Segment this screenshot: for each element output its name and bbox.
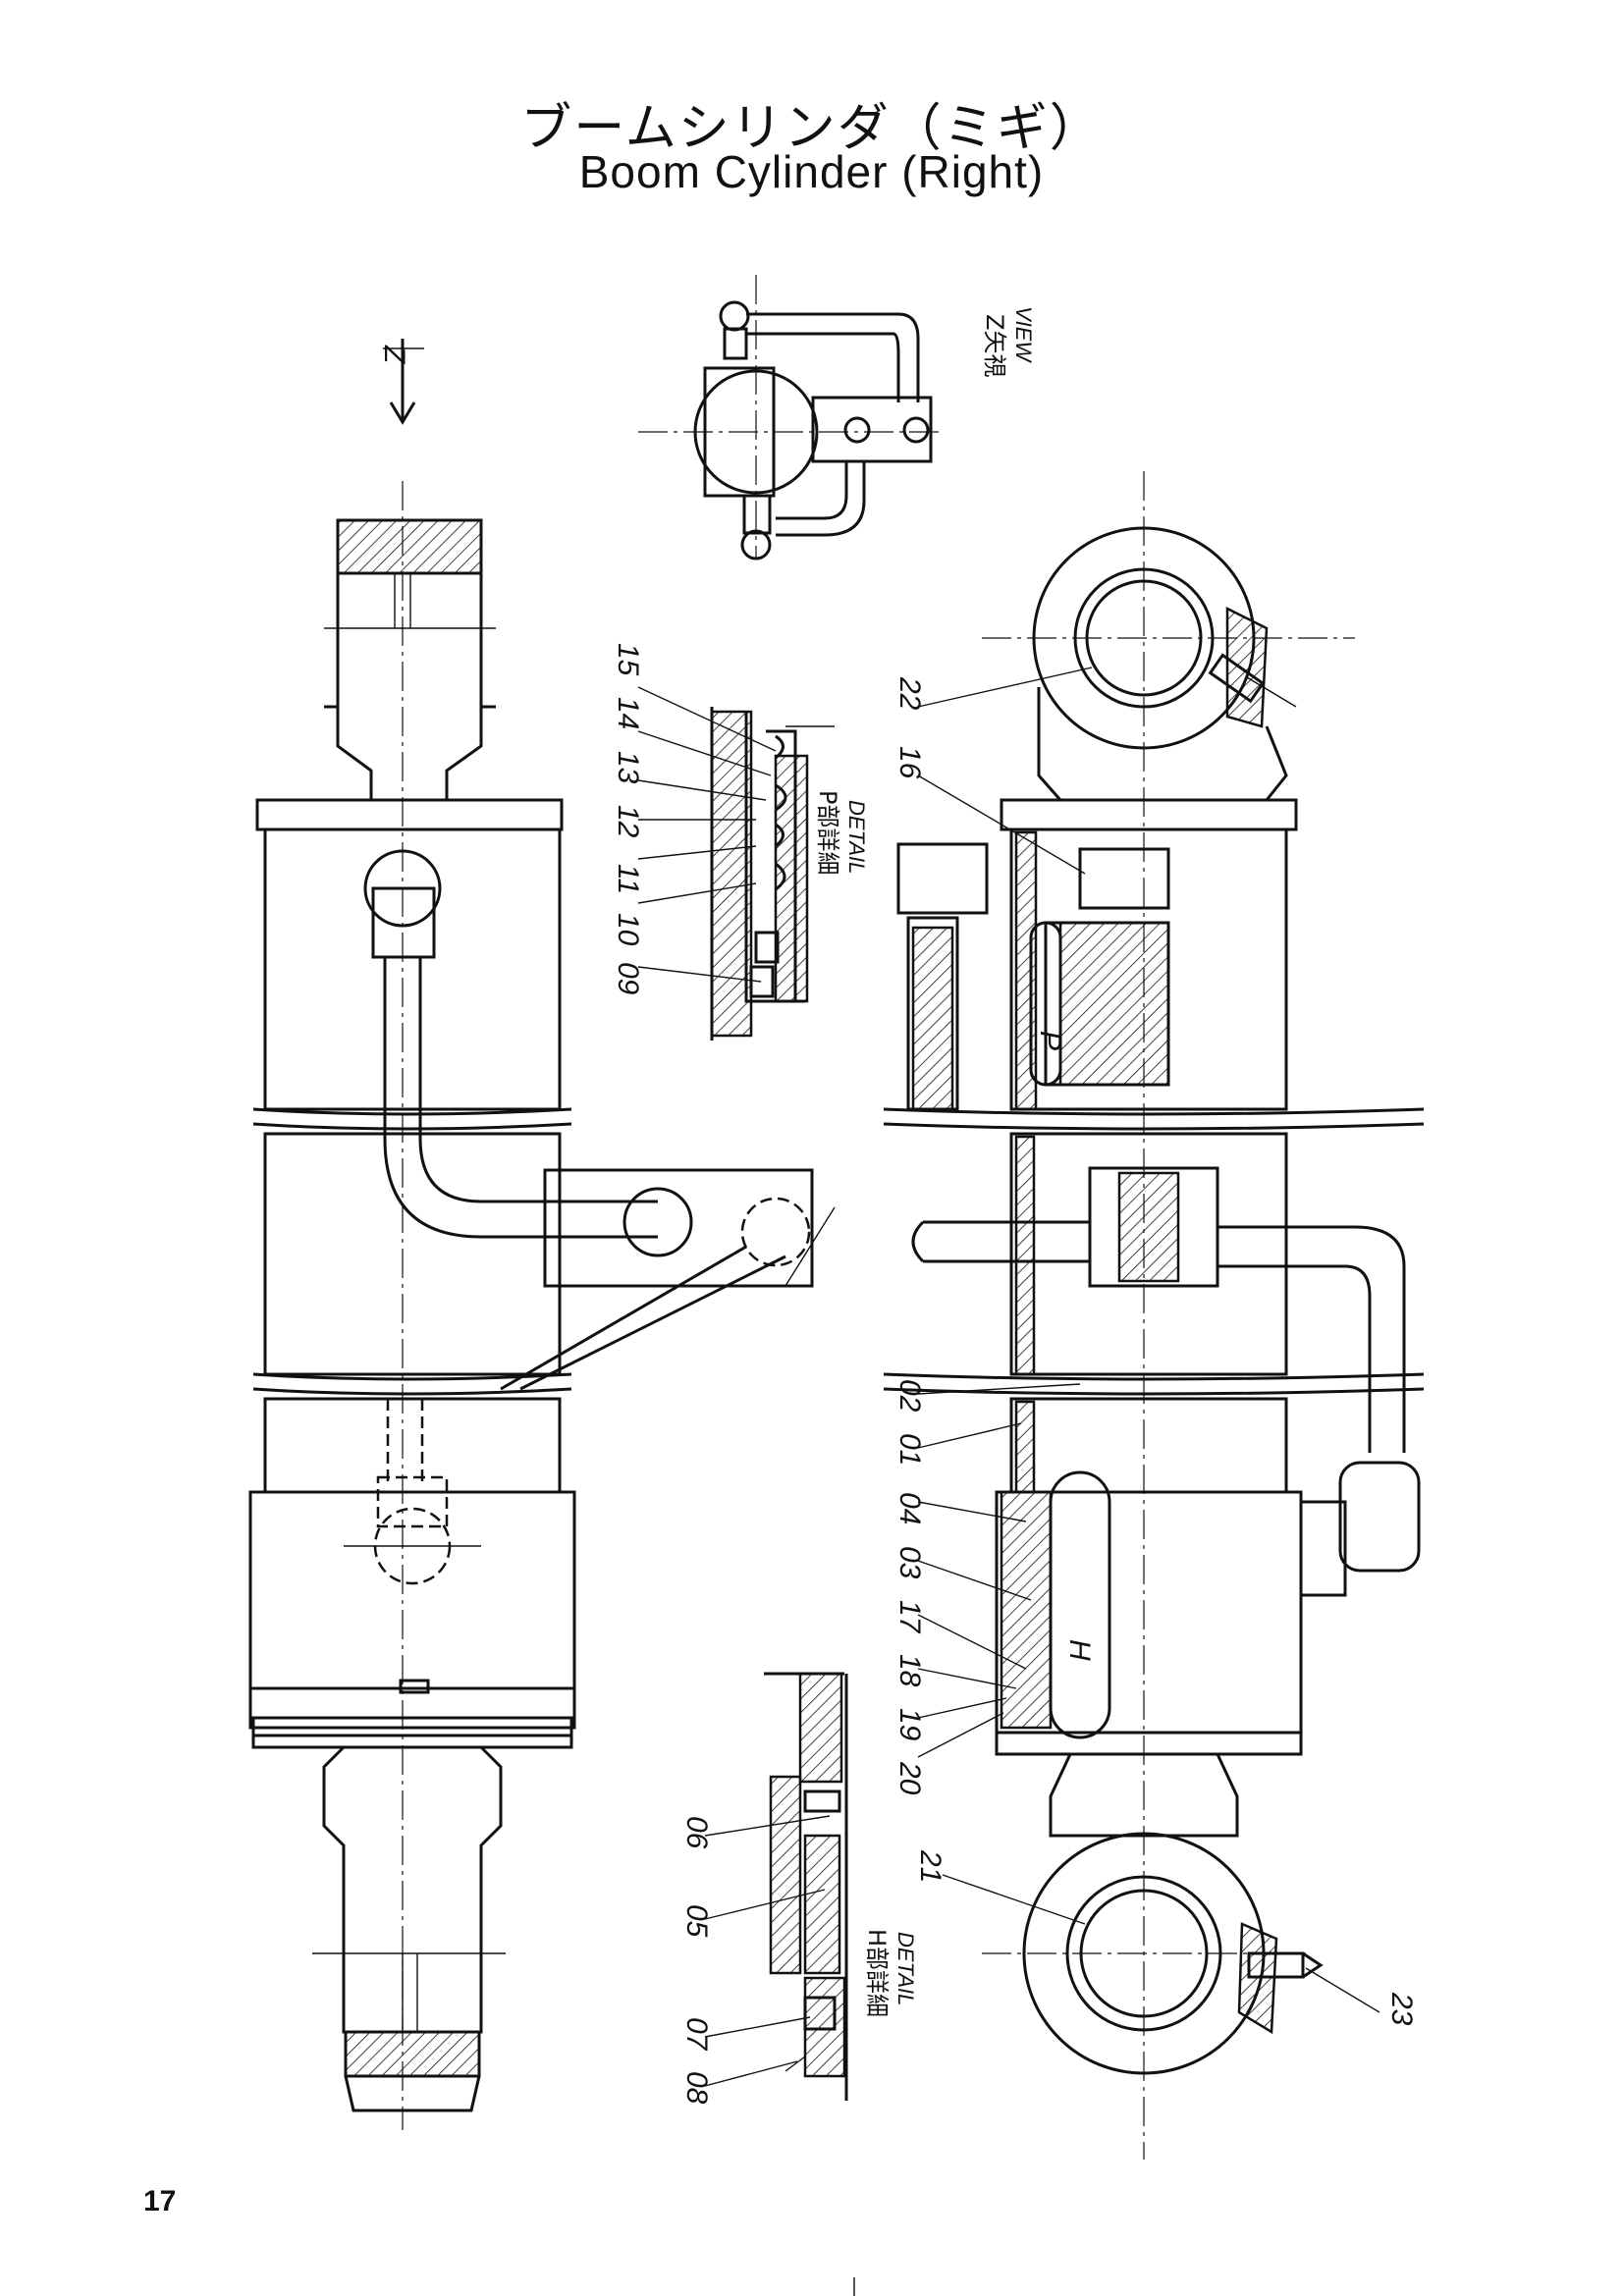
mounting-bracket (543, 1168, 814, 1288)
h-detail-label-en: DETAIL (893, 1932, 918, 2005)
section-h-label: H (1063, 1639, 1096, 1661)
svg-text:06: 06 (680, 1816, 713, 1849)
p-detail: P部詳細 DETAIL (710, 707, 869, 1041)
svg-text:04: 04 (893, 1492, 926, 1524)
svg-text:21: 21 (914, 1849, 947, 1883)
callout-12: 12 (612, 805, 756, 838)
callout-14: 14 (612, 697, 772, 776)
callout-23: 23 (1305, 1967, 1418, 2026)
callout-05: 05 (680, 1889, 826, 1938)
svg-text:23: 23 (1385, 1992, 1418, 2026)
svg-text:02: 02 (893, 1379, 926, 1413)
callout-02: 02 (893, 1379, 1081, 1413)
callout-01: 01 (893, 1422, 1022, 1466)
svg-text:08: 08 (680, 2071, 713, 2105)
p-detail-label-en: DETAIL (844, 800, 869, 874)
callout-13: 13 (612, 751, 767, 801)
svg-text:14: 14 (612, 697, 644, 729)
z-view: Z矢視 VIEW (638, 275, 1036, 561)
svg-text:13: 13 (612, 751, 644, 784)
svg-text:19: 19 (893, 1708, 926, 1741)
svg-text:22: 22 (893, 676, 926, 711)
callout-21: 21 (914, 1849, 1086, 1925)
callout-08: 08 (680, 2060, 798, 2105)
svg-text:20: 20 (893, 1761, 926, 1795)
h-detail: H部詳細 DETAIL (764, 1672, 918, 2101)
callout-07: 07 (680, 2016, 811, 2052)
title-english: Boom Cylinder (Right) (578, 146, 1045, 197)
callout-22: 22 (893, 667, 1093, 711)
z-view-arrow: Z (378, 339, 424, 425)
callout-18: 18 (893, 1654, 1017, 1689)
right-section-view: P H (883, 471, 1425, 2160)
p-detail-callouts: 15 14 13 12 11 10 09 (612, 643, 777, 995)
svg-text:11: 11 (612, 864, 644, 894)
title-japanese: ブームシリンダ（ミギ） (520, 99, 1103, 158)
h-detail-label-jp: H部詳細 (863, 1929, 891, 2017)
main-callouts: 22 16 02 01 04 03 17 18 19 20 21 23 (893, 667, 1418, 2026)
svg-text:07: 07 (680, 2017, 713, 2052)
svg-text:12: 12 (612, 805, 644, 838)
section-p-label: P (1034, 1031, 1066, 1050)
callout-17: 17 (893, 1600, 1027, 1670)
callout-03: 03 (893, 1546, 1032, 1601)
z-arrow-label: Z (378, 345, 410, 365)
p-detail-label-jp: P部詳細 (814, 790, 841, 875)
callout-19: 19 (893, 1697, 1007, 1741)
svg-text:17: 17 (893, 1600, 926, 1634)
svg-text:16: 16 (893, 746, 926, 779)
svg-text:01: 01 (893, 1433, 926, 1466)
callout-04: 04 (893, 1492, 1027, 1524)
z-view-label-en: VIEW (1011, 306, 1036, 363)
callout-06: 06 (680, 1815, 831, 1849)
head-eye-section (336, 518, 483, 575)
svg-text:18: 18 (893, 1654, 926, 1687)
svg-text:10: 10 (612, 913, 644, 946)
left-external-view: Z (248, 339, 836, 2130)
svg-text:03: 03 (893, 1546, 926, 1579)
callout-20: 20 (893, 1712, 1004, 1795)
page-number: 17 (143, 2185, 177, 2217)
svg-text:15: 15 (612, 643, 644, 676)
callout-16: 16 (893, 746, 1086, 875)
h-detail-callouts: 06 05 07 08 (680, 1815, 831, 2105)
z-view-label-jp: Z矢視 (981, 314, 1008, 377)
callout-09: 09 (612, 962, 762, 995)
callout-10: 10 (612, 882, 757, 946)
callout-11: 11 (612, 845, 757, 894)
svg-text:05: 05 (680, 1904, 713, 1938)
callout-15: 15 (612, 643, 777, 752)
